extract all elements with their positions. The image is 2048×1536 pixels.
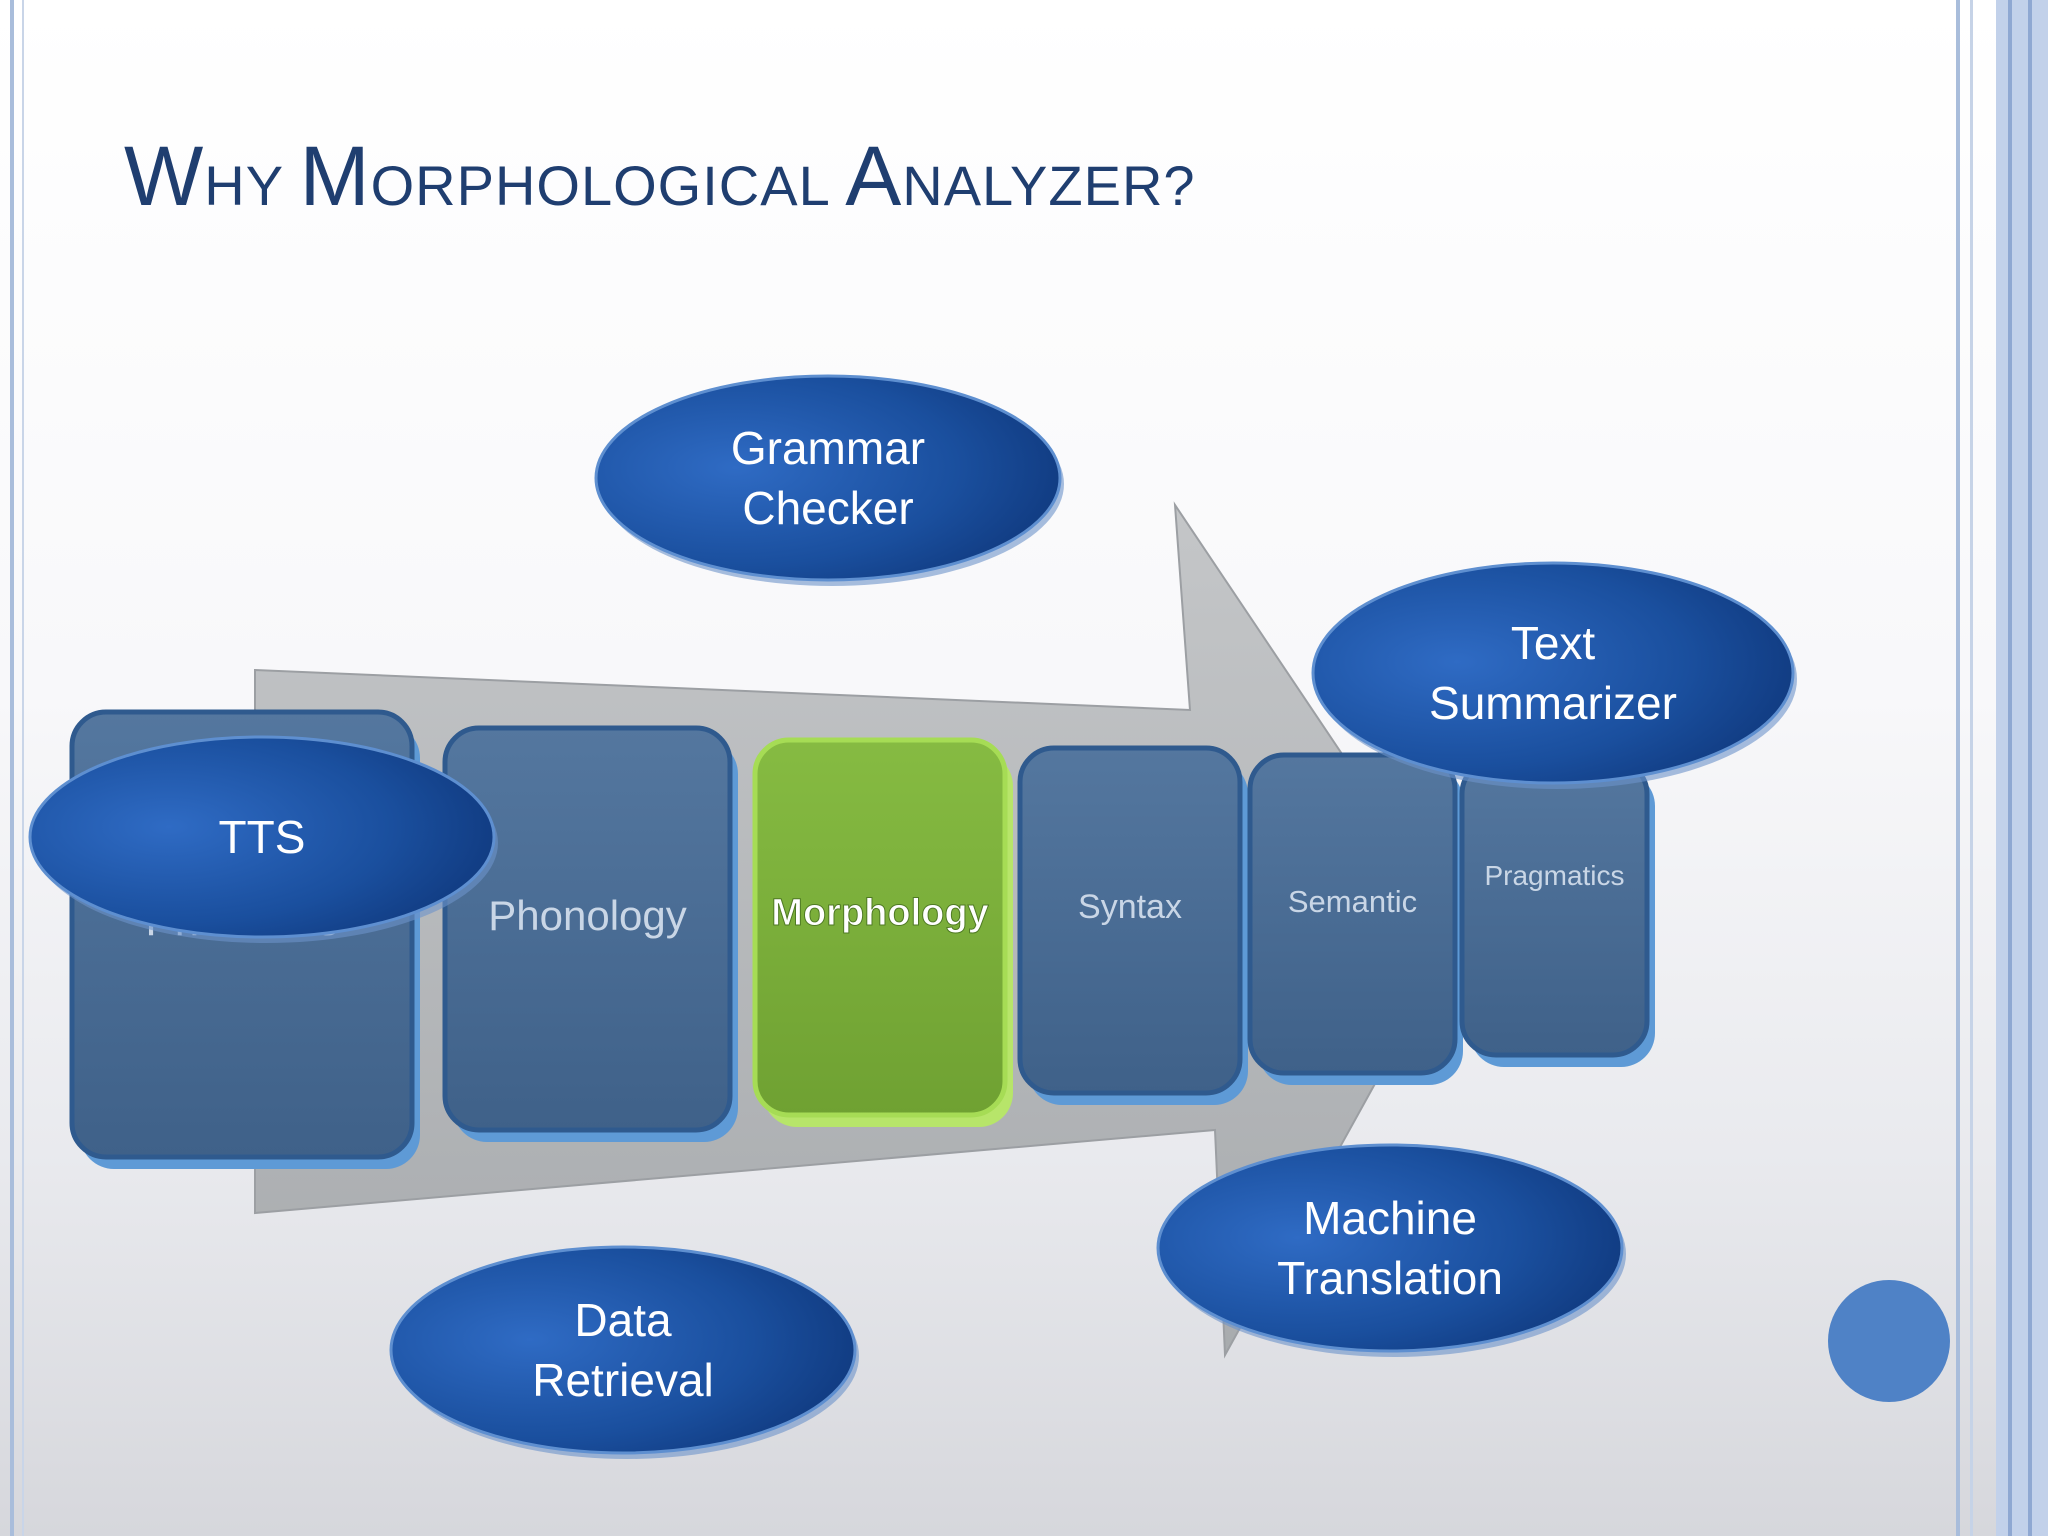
application-oval	[594, 374, 1062, 582]
stage-box: Syntax	[1017, 745, 1248, 1105]
stage-label: Phonology	[488, 892, 687, 939]
right-border-decoration	[1956, 0, 2048, 1536]
stage-box-face	[1247, 752, 1458, 1076]
title-part: M	[299, 129, 371, 223]
decorative-circle	[1828, 1280, 1950, 1402]
stage-box: Semantic	[1247, 752, 1463, 1085]
stage-box: Phonology	[442, 725, 738, 1142]
application-label: Summarizer	[1429, 677, 1677, 729]
title-part: NALYZER?	[902, 154, 1196, 217]
application-oval	[1311, 561, 1795, 785]
application-label: Translation	[1277, 1252, 1503, 1304]
application-label: Machine	[1303, 1192, 1477, 1244]
title-part: A	[845, 129, 903, 223]
application-oval	[389, 1245, 857, 1455]
application-label: TTS	[219, 811, 306, 863]
application-label: Grammar	[731, 422, 925, 474]
application-label: Retrieval	[532, 1354, 714, 1406]
stage-box-face	[752, 737, 1008, 1118]
stage-label: Syntax	[1078, 888, 1182, 926]
left-border-decoration	[10, 0, 24, 1536]
application-tts: TTS	[28, 735, 498, 943]
stage-box: Morphology	[752, 737, 1013, 1127]
application-label: Checker	[742, 482, 913, 534]
application-oval	[1156, 1143, 1624, 1353]
stage-box: Pragmatics	[1459, 757, 1655, 1067]
stage-box-face	[1017, 745, 1243, 1096]
stage-box-face	[1459, 757, 1650, 1058]
title-part: W	[124, 129, 205, 223]
stage-label: Semantic	[1288, 884, 1417, 919]
title-part: HY	[204, 154, 300, 217]
stage-label: Morphology	[771, 892, 988, 934]
application-label: Text	[1511, 617, 1596, 669]
stage-box-face	[442, 725, 733, 1133]
application-label: Data	[574, 1294, 672, 1346]
slide-title: WHY MORPHOLOGICAL ANALYZER?	[124, 128, 1196, 225]
title-part: ORPHOLOGICAL	[370, 154, 846, 217]
application-oval	[28, 735, 496, 939]
stage-label: Pragmatics	[1484, 860, 1624, 891]
